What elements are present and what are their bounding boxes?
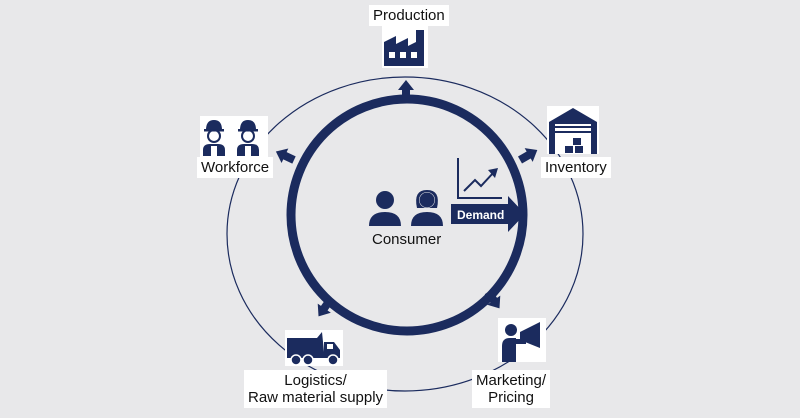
megaphone-person-icon — [498, 318, 546, 362]
demand-arrow-icon: Demand — [451, 196, 525, 232]
marketing-label-line2: Pricing — [488, 389, 534, 406]
arrow-to-inventory — [518, 148, 538, 164]
arrow-to-production — [398, 80, 414, 100]
workers-icon — [200, 116, 268, 158]
arrow-to-logistics — [317, 297, 334, 317]
demand-label: Demand — [457, 208, 504, 222]
inventory-label: Inventory — [541, 157, 611, 178]
arrow-to-workforce — [275, 148, 296, 164]
consumer-label: Consumer — [372, 231, 442, 248]
marketing-label-line1: Marketing/ — [476, 372, 547, 389]
logistics-label-line1: Logistics/ — [284, 372, 347, 389]
warehouse-icon — [547, 106, 599, 154]
arrow-to-marketing — [484, 289, 501, 309]
outer-ring — [226, 76, 584, 392]
production-label: Production — [369, 5, 449, 26]
logistics-label-line2: Raw material supply — [248, 389, 384, 406]
factory-icon — [382, 24, 428, 68]
trend-chart-icon — [457, 158, 502, 199]
dump-truck-icon — [285, 330, 343, 366]
logistics-label: Logistics/ Raw material supply — [244, 370, 388, 408]
workforce-label: Workforce — [197, 157, 274, 178]
consumers-icon — [369, 190, 443, 226]
marketing-label: Marketing/ Pricing — [472, 370, 551, 408]
